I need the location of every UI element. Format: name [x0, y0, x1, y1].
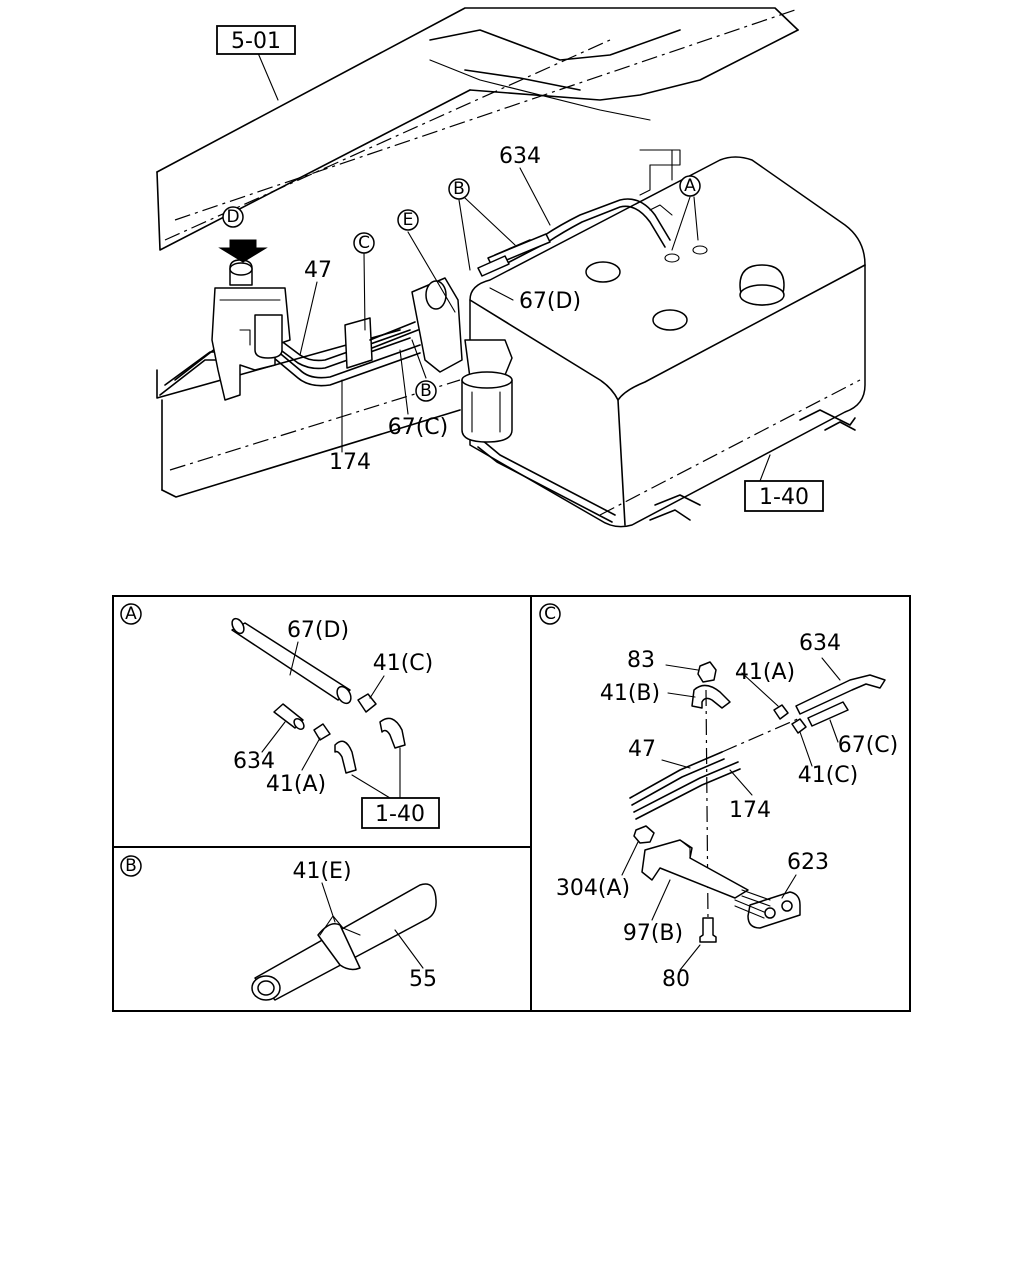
bracket-97b-drawing [641, 839, 749, 899]
frame-rail-drawing [156, 7, 799, 498]
nut-83-drawing [697, 661, 717, 683]
detail-a-label-41c: 41(C) [373, 651, 434, 676]
callout-a-main: A [679, 175, 701, 197]
detail-a-marker-circle [120, 603, 142, 625]
part-label-174: 174 [329, 450, 371, 475]
detail-c-label-634: 634 [799, 631, 841, 656]
bracket-c-drawing [344, 317, 419, 369]
detail-a-marker: A [125, 604, 137, 624]
detail-a: A 67(D) 41(C) 634 41(A) 1-40 [120, 603, 440, 829]
detail-a-ref-box-label: 1-40 [375, 802, 425, 827]
tank-pipe-lower-drawing [334, 740, 357, 774]
clip-41c-detail-c-drawing [791, 718, 807, 734]
tank-pipe-upper-drawing [379, 717, 406, 749]
detail-c-label-83: 83 [627, 648, 655, 673]
callout-e-main: E [397, 209, 419, 231]
callout-c-main: C [353, 232, 375, 254]
clip-41a-drawing [313, 723, 331, 741]
clip-41c-drawing [357, 693, 377, 713]
detail-c-label-304a: 304(A) [556, 876, 630, 901]
svg-text:B: B [453, 179, 465, 199]
ref-box-5-01-label: 5-01 [231, 29, 281, 54]
callout-b-main-top: B [448, 178, 470, 200]
fuel-lines-drawing [159, 198, 671, 523]
detail-b-label-55: 55 [409, 967, 437, 992]
hose-634-detail-c-drawing [795, 674, 886, 715]
fuel-filter-assembly-drawing [411, 277, 513, 443]
detail-b-marker-circle [120, 855, 142, 877]
detail-b-label-41e: 41(E) [292, 859, 351, 884]
svg-text:C: C [358, 233, 370, 253]
main-assembly-illustration: 5-01 1-40 A B C D E B 634 47 [156, 7, 866, 528]
detail-c-label-47: 47 [628, 737, 656, 762]
svg-text:D: D [226, 207, 239, 227]
fuel-tank-drawing [469, 156, 866, 528]
clip-41b-drawing [691, 684, 731, 709]
bolt-80-drawing [699, 917, 717, 943]
main-leader-lines [257, 52, 771, 482]
detail-c-label-41a: 41(A) [735, 660, 795, 685]
clip-41a-detail-c-drawing [773, 704, 789, 720]
detail-c: C [539, 603, 899, 992]
ref-box-1-40-label: 1-40 [759, 485, 809, 510]
detail-c-label-41b: 41(B) [600, 681, 660, 706]
callout-b-main-bottom: B [415, 380, 437, 402]
detail-c-marker-circle [539, 603, 561, 625]
detail-c-label-97b: 97(B) [623, 921, 683, 946]
detail-panels-frame [112, 595, 911, 1012]
detail-c-label-67c: 67(C) [838, 733, 899, 758]
detail-a-label-41a: 41(A) [266, 772, 326, 797]
detail-c-marker: C [544, 604, 556, 624]
detail-b-marker: B [125, 856, 137, 876]
detail-c-label-41c: 41(C) [798, 763, 859, 788]
ref-box-1-40 [744, 480, 824, 512]
detail-a-label-634: 634 [233, 749, 275, 774]
priming-pump-drawing [211, 239, 291, 401]
detail-c-label-80: 80 [662, 967, 690, 992]
detail-b: B 41(E) 55 [120, 855, 437, 1001]
ref-box-5-01 [216, 25, 296, 55]
callout-d-main: D [222, 206, 244, 228]
hose-67c-detail-c-drawing [807, 701, 849, 727]
part-label-67d: 67(D) [519, 289, 581, 314]
svg-text:A: A [684, 176, 696, 196]
svg-text:B: B [420, 381, 432, 401]
detail-panels [112, 595, 911, 1012]
svg-text:E: E [403, 210, 414, 230]
part-label-47: 47 [304, 258, 332, 283]
part-label-67c: 67(C) [388, 415, 449, 440]
detail-a-ref-box [361, 797, 440, 829]
part-label-634: 634 [499, 144, 541, 169]
detail-a-label-67d: 67(D) [287, 618, 349, 643]
nut-304a-drawing [633, 825, 655, 844]
detail-c-label-623: 623 [787, 850, 829, 875]
detail-c-label-174: 174 [729, 798, 771, 823]
